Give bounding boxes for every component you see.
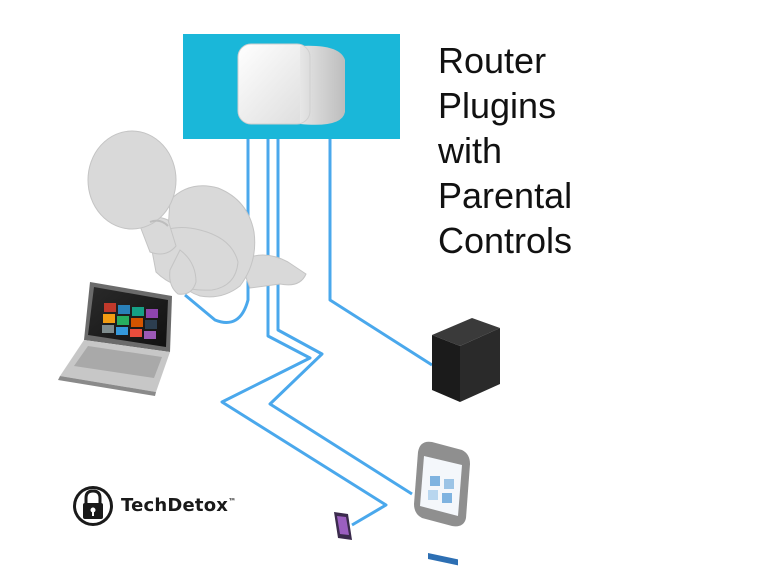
smartphone-icon	[334, 512, 352, 540]
headline-line-3: with	[438, 130, 503, 171]
tablet-icon	[414, 441, 470, 566]
router-panel	[183, 34, 400, 139]
brand-logo: TechDetox™	[72, 483, 236, 527]
headline-line-2: Plugins	[438, 85, 557, 126]
cable-to-laptop	[184, 139, 250, 324]
padlock-icon	[73, 486, 113, 526]
headline-line-4: Parental	[438, 175, 573, 216]
headline-line-5: Controls	[438, 220, 573, 261]
router-box-icon	[237, 43, 345, 125]
thinking-figure-icon	[87, 130, 307, 298]
trademark-symbol: ™	[228, 496, 237, 506]
cable-to-tablet	[268, 139, 413, 496]
headline-line-1: Router	[438, 40, 547, 81]
laptop-icon	[58, 282, 172, 396]
headline: Router Plugins with Parental Controls	[438, 38, 738, 263]
cable-to-desktop	[328, 139, 433, 367]
brand-name: TechDetox™	[121, 494, 237, 516]
cable-to-phone	[220, 139, 388, 527]
